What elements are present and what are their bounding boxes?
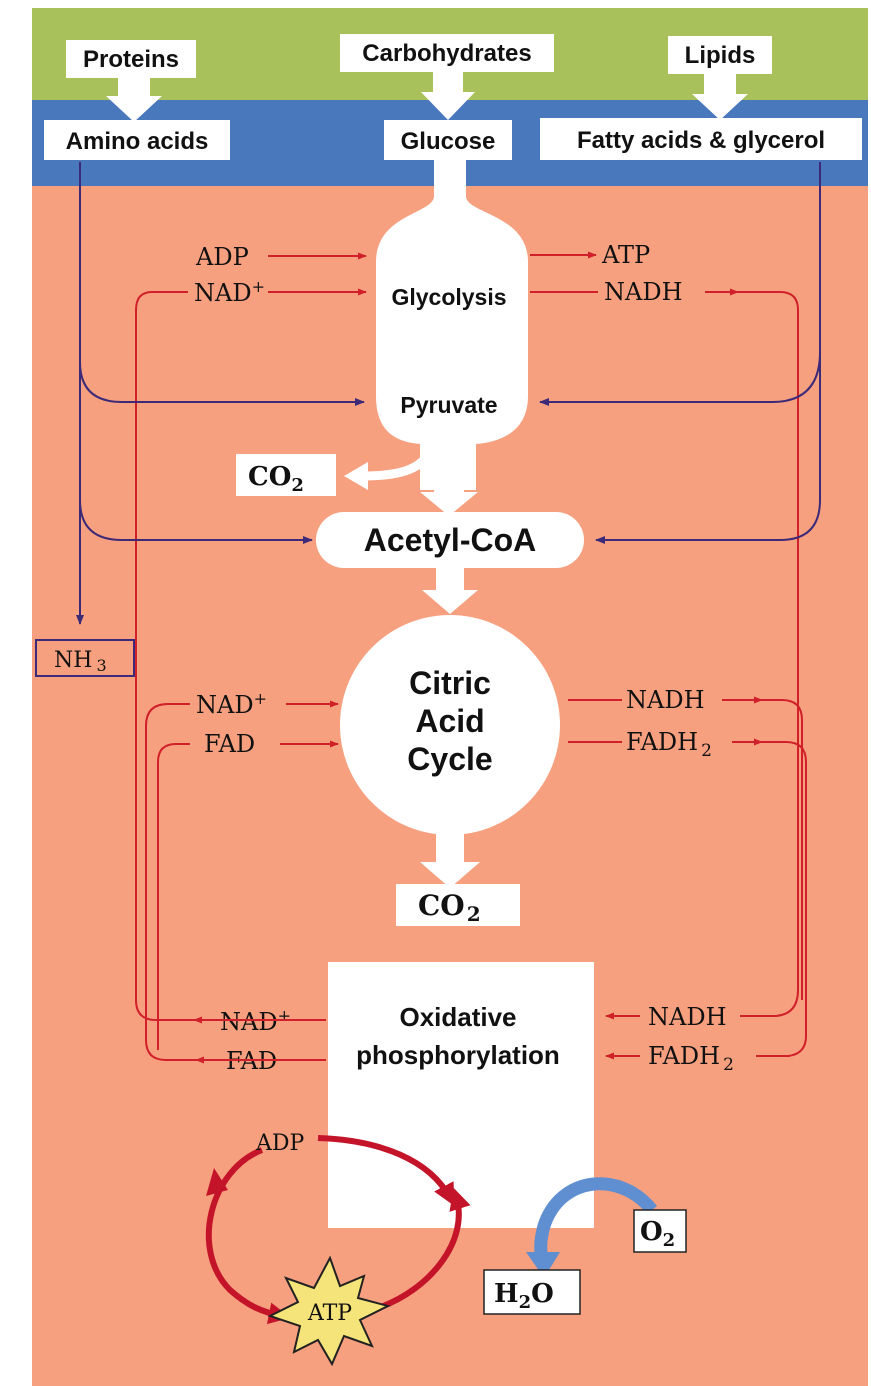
citric-nad-label: NAD+ bbox=[196, 689, 267, 719]
cycle-adp-top-arrow bbox=[317, 1135, 455, 1206]
left-citric-return-line bbox=[145, 703, 206, 1061]
o2-to-h2o-arrow bbox=[534, 1177, 658, 1260]
nh3-box bbox=[35, 639, 135, 677]
glycolysis-adp-label: ADP bbox=[195, 243, 249, 271]
lipids-box bbox=[668, 36, 772, 74]
fatty-acids-box bbox=[540, 118, 862, 160]
left-fad-return-line bbox=[157, 743, 190, 1050]
lipids-to-fatty-acids-arrow bbox=[692, 72, 748, 120]
h2o-box bbox=[483, 1269, 581, 1315]
citric-fad-label: FAD bbox=[204, 730, 255, 758]
carbohydrates-box bbox=[340, 34, 554, 72]
fatty-to-acetyl-arrow bbox=[595, 352, 821, 544]
carbohydrates-label: Carbohydrates bbox=[362, 40, 531, 67]
ox-nad-label: NAD+ bbox=[220, 1006, 291, 1036]
citric-line1: Citric bbox=[409, 665, 491, 701]
o2-label: O2 bbox=[640, 1217, 675, 1251]
oxidative-phosphorylation-box bbox=[328, 962, 594, 1228]
citric-line2: Acid bbox=[415, 703, 484, 739]
co2-top-label: CO2 bbox=[248, 462, 304, 496]
glycolysis-atp-label: ATP bbox=[601, 241, 650, 269]
citric-line3: Cycle bbox=[407, 741, 492, 777]
atp-burst bbox=[267, 1255, 391, 1367]
acetyl-coa-label: Acetyl-CoA bbox=[364, 522, 536, 558]
co2-mid-box bbox=[396, 884, 520, 926]
fatty-acids-label: Fatty acids & glycerol bbox=[577, 127, 825, 154]
o2-to-h2o-arrowhead bbox=[526, 1252, 560, 1278]
cycle-left-upper-arrowhead bbox=[206, 1168, 228, 1196]
glycolysis-nad-label: NAD+ bbox=[194, 277, 265, 307]
atp-label: ATP bbox=[307, 1301, 352, 1326]
right-glycolysis-nadh-line bbox=[705, 291, 799, 1017]
co2-release-arrowhead bbox=[344, 462, 368, 490]
pyruvate-to-acetyl-arrow bbox=[420, 470, 478, 516]
glycolysis-label: Glycolysis bbox=[391, 284, 506, 310]
h2o-label: H2O bbox=[494, 1279, 554, 1313]
amino-acids-label: Amino acids bbox=[66, 128, 209, 155]
cycle-atp-to-adp-right bbox=[377, 1187, 471, 1311]
left-nad-return-line bbox=[135, 291, 208, 1021]
cycle-adp-label: ADP bbox=[255, 1131, 305, 1156]
o2-box bbox=[633, 1209, 687, 1253]
citric-nadh-label: NADH bbox=[626, 686, 705, 714]
right-citric-nadh-line bbox=[760, 699, 803, 1000]
co2-release-arrow bbox=[363, 444, 435, 481]
glycolysis-nadh-label: NADH bbox=[604, 278, 683, 306]
oxidative-line1: Oxidative bbox=[399, 1002, 516, 1032]
oxidative-line2: phosphorylation bbox=[356, 1040, 560, 1070]
cycle-adp-to-atp-left bbox=[205, 1147, 291, 1325]
glycolysis-capsule bbox=[376, 150, 528, 490]
acetyl-coa-pill bbox=[316, 512, 584, 568]
glucose-label: Glucose bbox=[401, 128, 496, 155]
amino-acids-box bbox=[44, 120, 230, 160]
carbs-to-glucose-arrow bbox=[421, 70, 475, 120]
ox-nadh-label: NADH bbox=[648, 1003, 727, 1031]
citric-acid-cycle-circle bbox=[340, 615, 560, 835]
proteins-box bbox=[66, 40, 196, 78]
co2-top-box bbox=[236, 454, 336, 496]
proteins-label: Proteins bbox=[83, 46, 179, 73]
acetyl-to-citric-arrow bbox=[422, 566, 478, 614]
lipids-label: Lipids bbox=[685, 42, 756, 69]
glucose-box bbox=[384, 120, 512, 160]
proteins-to-amino-arrow bbox=[106, 76, 162, 122]
pyruvate-label: Pyruvate bbox=[400, 392, 497, 418]
right-citric-fadh-line bbox=[760, 741, 807, 1057]
citric-to-co2-arrow bbox=[420, 830, 480, 888]
